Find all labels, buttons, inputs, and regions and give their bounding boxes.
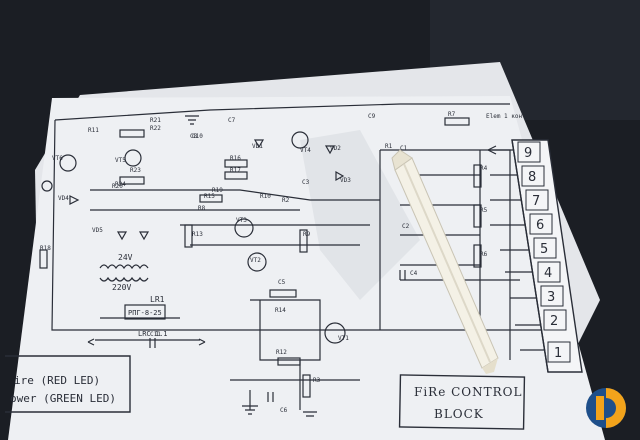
component-designator: VT2	[250, 257, 261, 264]
component-designator: VT6	[52, 155, 63, 162]
component-designator: R23	[130, 167, 141, 174]
legend-line-power: ower (GREEN LED)	[10, 392, 116, 405]
component-designator: R6	[480, 251, 488, 258]
component-designator: R5	[480, 207, 488, 214]
component-designator: C3	[302, 179, 310, 186]
component-designator: R7	[448, 111, 456, 118]
terminal-slot	[547, 341, 571, 363]
terminal-slot	[537, 261, 561, 283]
component-designator: VD4	[58, 195, 69, 202]
component-designator: R21	[150, 117, 161, 124]
terminal-number: 1	[554, 346, 562, 361]
component-designator: R11	[88, 127, 99, 134]
component-designator: R24	[115, 181, 126, 188]
component-designator: C10	[192, 133, 203, 140]
led-legend-box: ire (RED LED) ower (GREEN LED)	[5, 355, 131, 413]
terminal-number: 8	[528, 170, 536, 185]
watermark-logo	[586, 388, 626, 428]
relay-part-label: РПГ-8-25	[128, 309, 162, 317]
component-designator: R13	[192, 231, 203, 238]
terminal-number: 7	[532, 194, 540, 209]
component-designator: C5	[278, 279, 286, 286]
component-designator: R12	[276, 349, 287, 356]
component-designator: C1	[400, 145, 408, 152]
component-designator: C7	[228, 117, 236, 124]
component-designator: VD5	[92, 227, 103, 234]
terminal-number: 3	[547, 290, 555, 305]
component-designator: VT1	[338, 335, 349, 342]
component-designator: R17	[230, 167, 241, 174]
component-designator: VT4	[300, 147, 311, 154]
component-designator: VT5	[115, 157, 126, 164]
terminal-number: 9	[524, 146, 532, 161]
component-designator: VD1	[252, 143, 263, 150]
component-designator: R2	[282, 197, 290, 204]
component-designator: R4	[480, 165, 488, 172]
relay-contact-label: LRC 1.1	[138, 330, 168, 338]
component-designator: R9	[303, 231, 311, 238]
pen-shadow	[300, 130, 420, 300]
terminal-numbers: 9 8 7 6 5 4 3 2 1	[517, 141, 571, 363]
component-designator: R10	[260, 193, 271, 200]
component-designator: R14	[275, 307, 286, 314]
component-designators: VT1VT2VT3VT4VT5VT6R1R2R3R4R5R6R7R8R9R10R…	[40, 111, 488, 414]
title-line-1: FiRe CONTROL	[414, 385, 522, 399]
title-line-2: BLOCK	[434, 407, 484, 421]
connector-label: Elem 1 кон	[486, 113, 523, 120]
transformer-primary-label: 220V	[112, 283, 131, 292]
component-designator: R8	[198, 205, 206, 212]
component-designator: VD3	[340, 177, 351, 184]
terminal-slot	[543, 309, 567, 331]
component-designator: C4	[410, 270, 418, 277]
component-designator: R20	[112, 183, 123, 190]
component-designator: R15	[204, 193, 215, 200]
title-block: FiRe CONTROL BLOCK	[398, 374, 526, 430]
component-designator: R19	[212, 187, 223, 194]
white-pen	[391, 149, 499, 374]
terminal-number: 2	[550, 314, 558, 329]
relay-label: LR1	[150, 295, 165, 304]
component-designator: R3	[313, 377, 321, 384]
component-designator: R16	[230, 155, 241, 162]
component-designator: C8	[190, 133, 198, 140]
terminal-number: 6	[536, 218, 544, 233]
terminal-number: 5	[540, 242, 548, 257]
component-designator: VD2	[330, 145, 341, 152]
terminal-slot	[521, 165, 545, 187]
terminal-slot	[529, 213, 553, 235]
component-designator: VT3	[236, 217, 247, 224]
transformer-secondary-label: 24V	[118, 253, 133, 262]
schematic-paper-sheet	[8, 96, 605, 440]
component-designator: C11	[150, 331, 161, 338]
terminal-slot	[525, 189, 549, 211]
component-designator: C6	[280, 407, 288, 414]
terminal-slot	[533, 237, 557, 259]
terminal-slot	[517, 141, 541, 163]
component-designator: R1	[385, 143, 393, 150]
schematic-wiring	[39, 103, 555, 417]
component-designator: R18	[40, 245, 51, 252]
terminal-number: 4	[544, 266, 552, 281]
component-designator: R22	[150, 125, 161, 132]
legend-line-fire: ire (RED LED)	[14, 374, 100, 387]
terminal-slot	[540, 285, 564, 307]
terminal-block	[511, 139, 583, 373]
component-designator: C2	[402, 223, 410, 230]
component-designator: C9	[368, 113, 376, 120]
